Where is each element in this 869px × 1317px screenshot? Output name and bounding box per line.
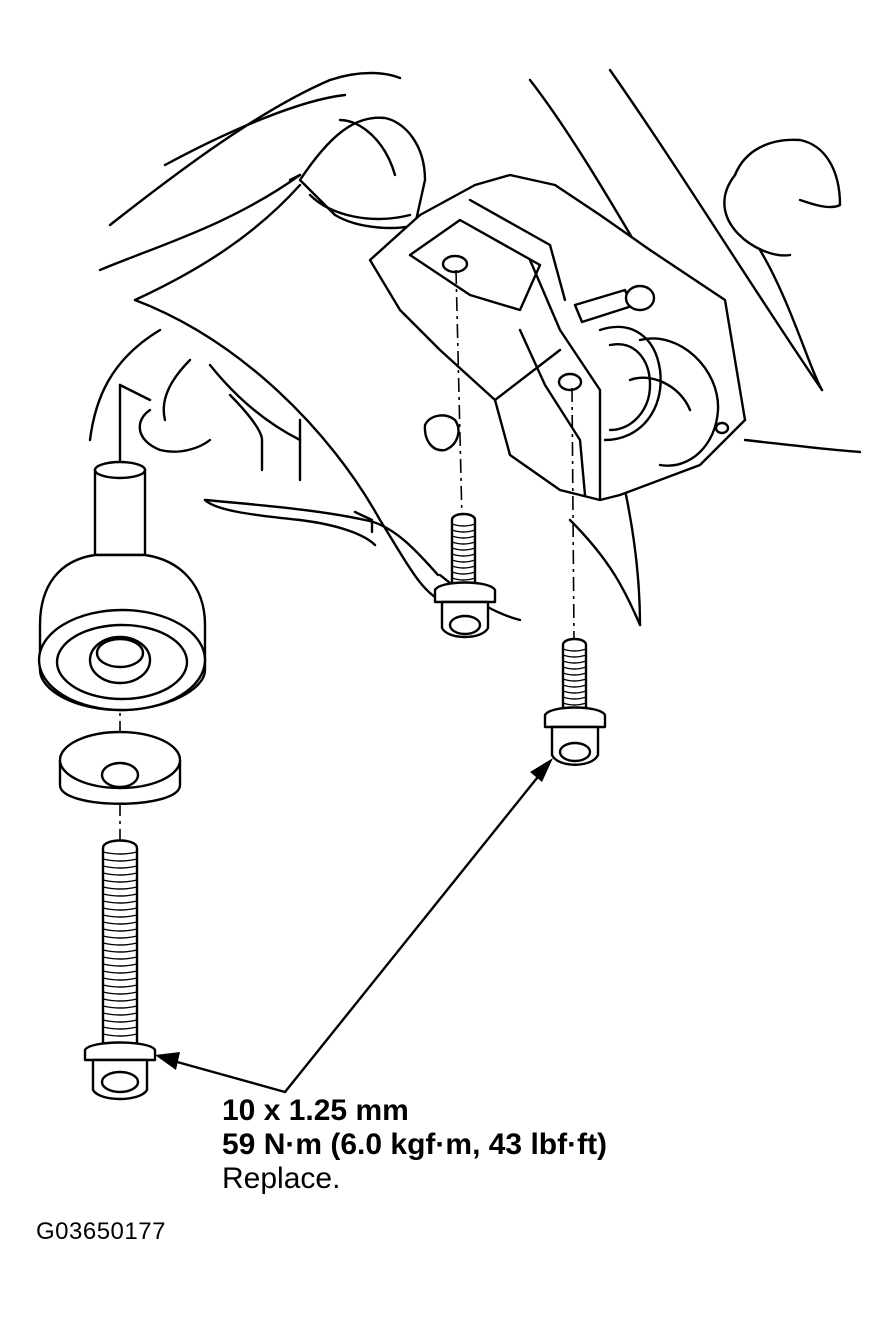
long-flange-bolt-icon [83, 839, 157, 1101]
figure-id-label: G03650177 [36, 1218, 166, 1245]
washer-icon [58, 730, 182, 805]
subframe-outline-icon [88, 298, 442, 602]
torque-spec-label: 59 N·m (6.0 kgf·m, 43 lbf·ft) [222, 1128, 608, 1161]
replace-note: Replace. [222, 1162, 341, 1195]
callout-arrow-icon [155, 758, 553, 1094]
torque-callout: 10 x 1.25 mm 59 N·m (6.0 kgf·m, 43 lbf·f… [222, 1094, 607, 1196]
mount-bushing-icon [37, 460, 207, 712]
engine-mount-bracket-icon [298, 116, 747, 502]
lower-flange-bolt-icon [543, 637, 607, 766]
upper-flange-bolt-icon [433, 512, 497, 639]
bolt-size-label: 10 x 1.25 mm [222, 1094, 409, 1127]
